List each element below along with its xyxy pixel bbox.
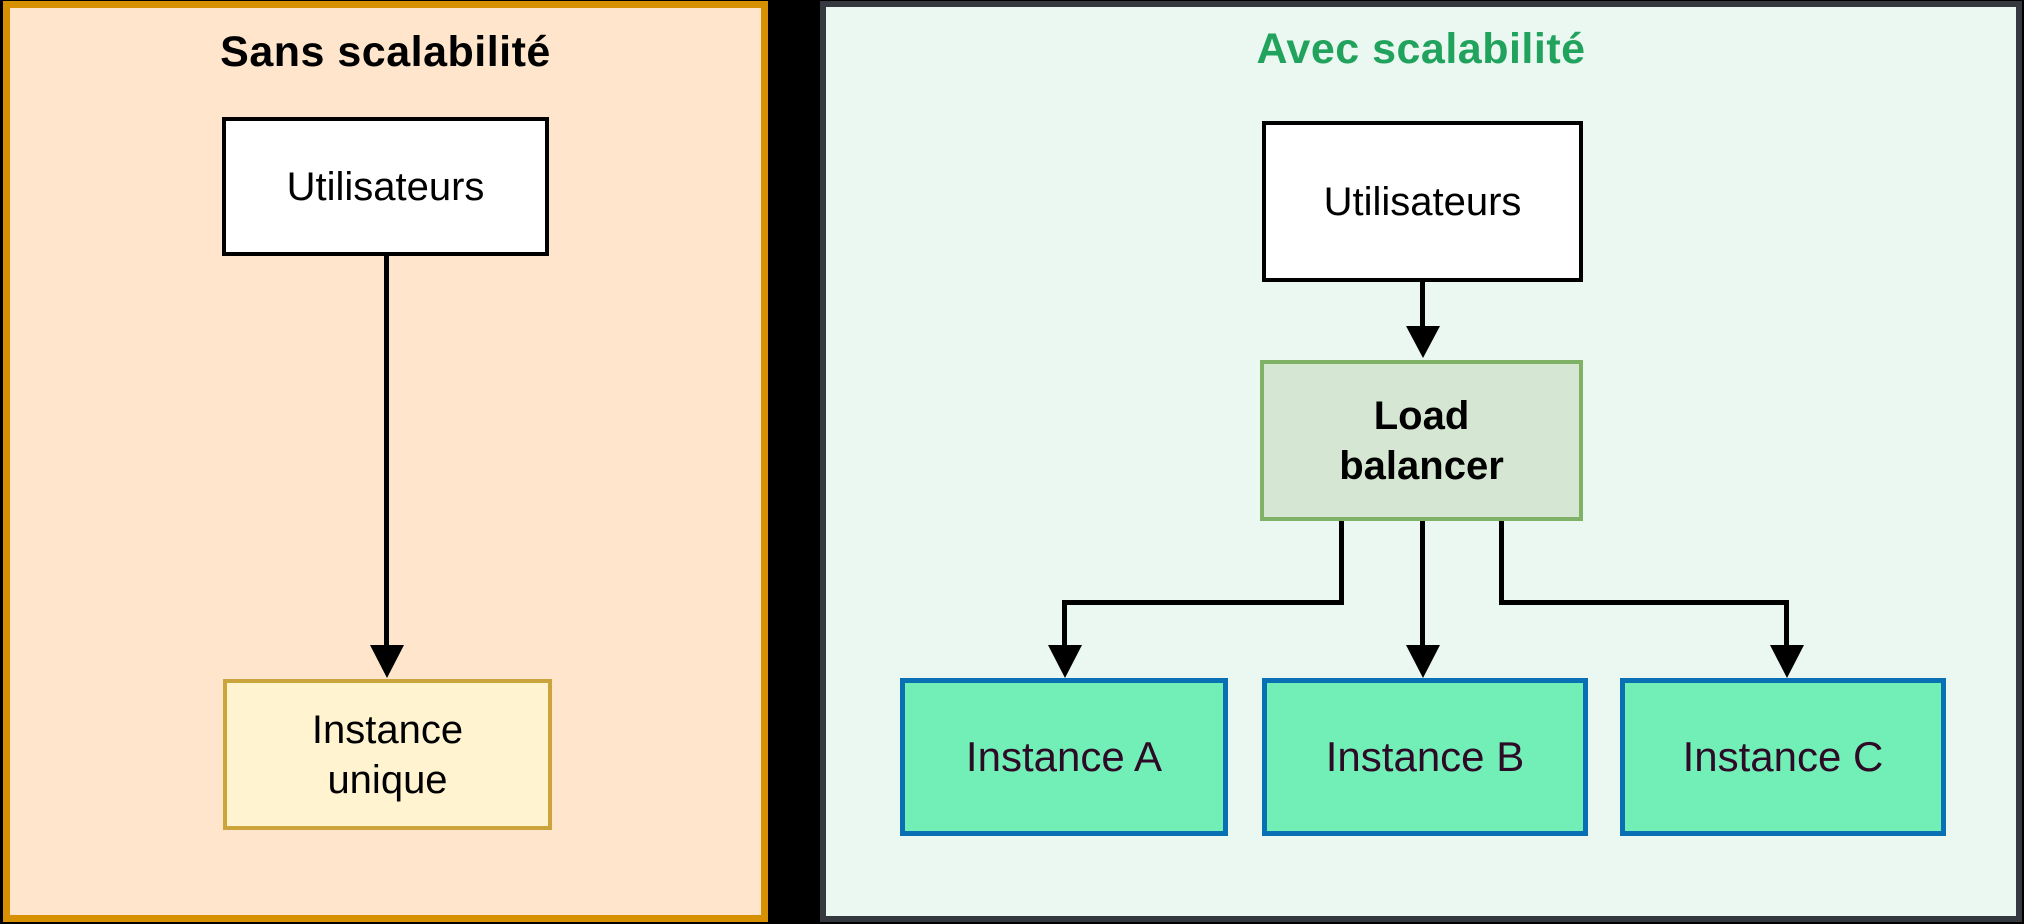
node-instance-unique-label: Instance unique — [311, 707, 464, 802]
node-instance-b-label: Instance B — [1325, 732, 1525, 780]
lb-branch-right-horizontal-line — [1499, 600, 1789, 605]
node-load-balancer-label: Load balancer — [1339, 393, 1504, 488]
node-utilisateurs-right: Utilisateurs — [1262, 121, 1583, 282]
arrow-lb-to-instance-b-head — [1406, 645, 1440, 678]
arrow-lb-to-instance-c-head — [1770, 645, 1804, 678]
node-instance-a: Instance A — [900, 678, 1228, 836]
lb-branch-left-horizontal-line — [1062, 600, 1344, 605]
right-panel-title: Avec scalabilité — [1256, 25, 1586, 73]
arrow-users-to-instance-head — [370, 645, 404, 678]
arrow-users-to-lb-head — [1406, 326, 1440, 358]
node-instance-a-label: Instance A — [965, 732, 1163, 780]
panel-sans-scalabilite: Sans scalabilité Utilisateurs Instance u… — [3, 1, 768, 922]
node-instance-unique: Instance unique — [223, 679, 552, 830]
node-utilisateurs-right-label: Utilisateurs — [1323, 179, 1522, 224]
lb-branch-left-exit-line — [1339, 521, 1344, 605]
node-instance-b: Instance B — [1262, 678, 1588, 836]
lb-branch-right-exit-line — [1499, 521, 1504, 605]
panel-avec-scalabilite: Avec scalabilité Utilisateurs Load balan… — [820, 1, 2022, 922]
node-utilisateurs-left-label: Utilisateurs — [286, 164, 485, 209]
node-load-balancer: Load balancer — [1260, 360, 1583, 521]
left-panel-title: Sans scalabilité — [220, 28, 551, 76]
arrow-lb-to-instance-a-head — [1048, 645, 1082, 678]
node-instance-c: Instance C — [1620, 678, 1946, 836]
lb-branch-right-drop-line — [1784, 605, 1789, 645]
node-utilisateurs-left: Utilisateurs — [222, 117, 549, 256]
arrow-users-to-instance-line — [384, 254, 389, 645]
node-instance-c-label: Instance C — [1682, 732, 1884, 780]
lb-branch-left-drop-line — [1062, 605, 1067, 645]
arrow-users-to-lb-line — [1420, 282, 1425, 326]
lb-branch-center-line — [1420, 521, 1425, 645]
